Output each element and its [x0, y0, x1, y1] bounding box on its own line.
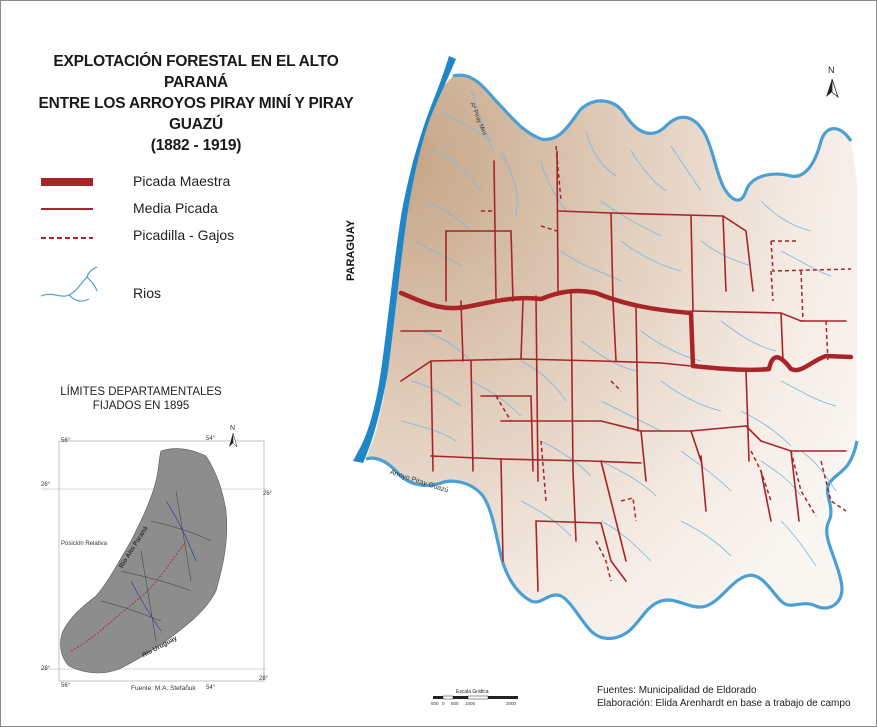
legend-label-rios: Rios — [133, 285, 162, 301]
inset-lon-56-bottom: 56° — [61, 683, 71, 689]
inset-lat-26-left: 26° — [41, 482, 51, 488]
credits-elaboracion: Elaboración: Elida Arenhardt en base a t… — [597, 698, 851, 709]
legend-label-picada-maestra: Picada Maestra — [133, 173, 231, 189]
inset-north-label: N — [230, 425, 236, 432]
title-line-2: ENTRE LOS ARROYOS PIRAY MINÍ Y PIRAY GUA… — [38, 95, 354, 133]
legend-swatches — [40, 178, 98, 302]
scale-tick-1: 0 — [442, 701, 445, 706]
inset-title-line-1: LÍMITES DEPARTAMENTALES — [60, 386, 222, 398]
inset-lon-54-top: 54° — [206, 436, 216, 442]
inset-title: LÍMITES DEPARTAMENTALES FIJADOS EN 1895 — [41, 385, 241, 413]
picadilla-network — [481, 145, 852, 582]
map-title: EXPLOTACIÓN FORESTAL EN EL ALTO PARANÁ E… — [21, 51, 371, 156]
inset-lat-28-right: 28° — [259, 676, 269, 682]
north-arrow — [826, 78, 839, 99]
legend-label-media-picada: Media Picada — [133, 200, 218, 216]
inner-streams — [400, 90, 837, 567]
credits-fuentes: Fuentes: Municipalidad de Eldorado — [597, 685, 757, 696]
scale-tick-0: 500 — [431, 701, 439, 706]
north-label: N — [828, 65, 835, 75]
label-paraguay: PARAGUAY — [345, 219, 357, 281]
legend-label-picadilla: Picadilla - Gajos — [133, 227, 235, 243]
media-picada-network — [400, 150, 847, 592]
title-line-3: (1882 - 1919) — [150, 137, 242, 154]
scale-tick-4: 2000 — [506, 701, 517, 706]
inset-lat-28-left: 28° — [41, 666, 51, 672]
title-line-1: EXPLOTACIÓN FORESTAL EN EL ALTO PARANÁ — [53, 53, 339, 91]
inset-map — [41, 432, 266, 682]
scale-tick-2: 500 — [451, 701, 459, 706]
inset-lat-26-right: 26° — [263, 491, 273, 497]
inset-lon-54-bottom: 54° — [206, 685, 216, 691]
coastline-east-south — [365, 73, 859, 641]
scale-tick-3: 1000 — [465, 701, 476, 706]
scale-title: Escala Gráfica — [456, 689, 489, 695]
study-area-land — [366, 75, 857, 639]
inset-title-line-2: FIJADOS EN 1895 — [92, 400, 190, 412]
credits: Fuentes: Municipalidad de Eldorado Elabo… — [597, 684, 851, 710]
picada-maestra — [398, 288, 854, 373]
inset-fuente: Fuente: M.A. Stefañuk — [131, 685, 196, 692]
inset-posicion: Posición Relativa — [61, 541, 108, 547]
misiones-province — [60, 448, 228, 674]
inset-lon-56-top: 56° — [61, 438, 71, 444]
scale-bar — [433, 695, 518, 700]
